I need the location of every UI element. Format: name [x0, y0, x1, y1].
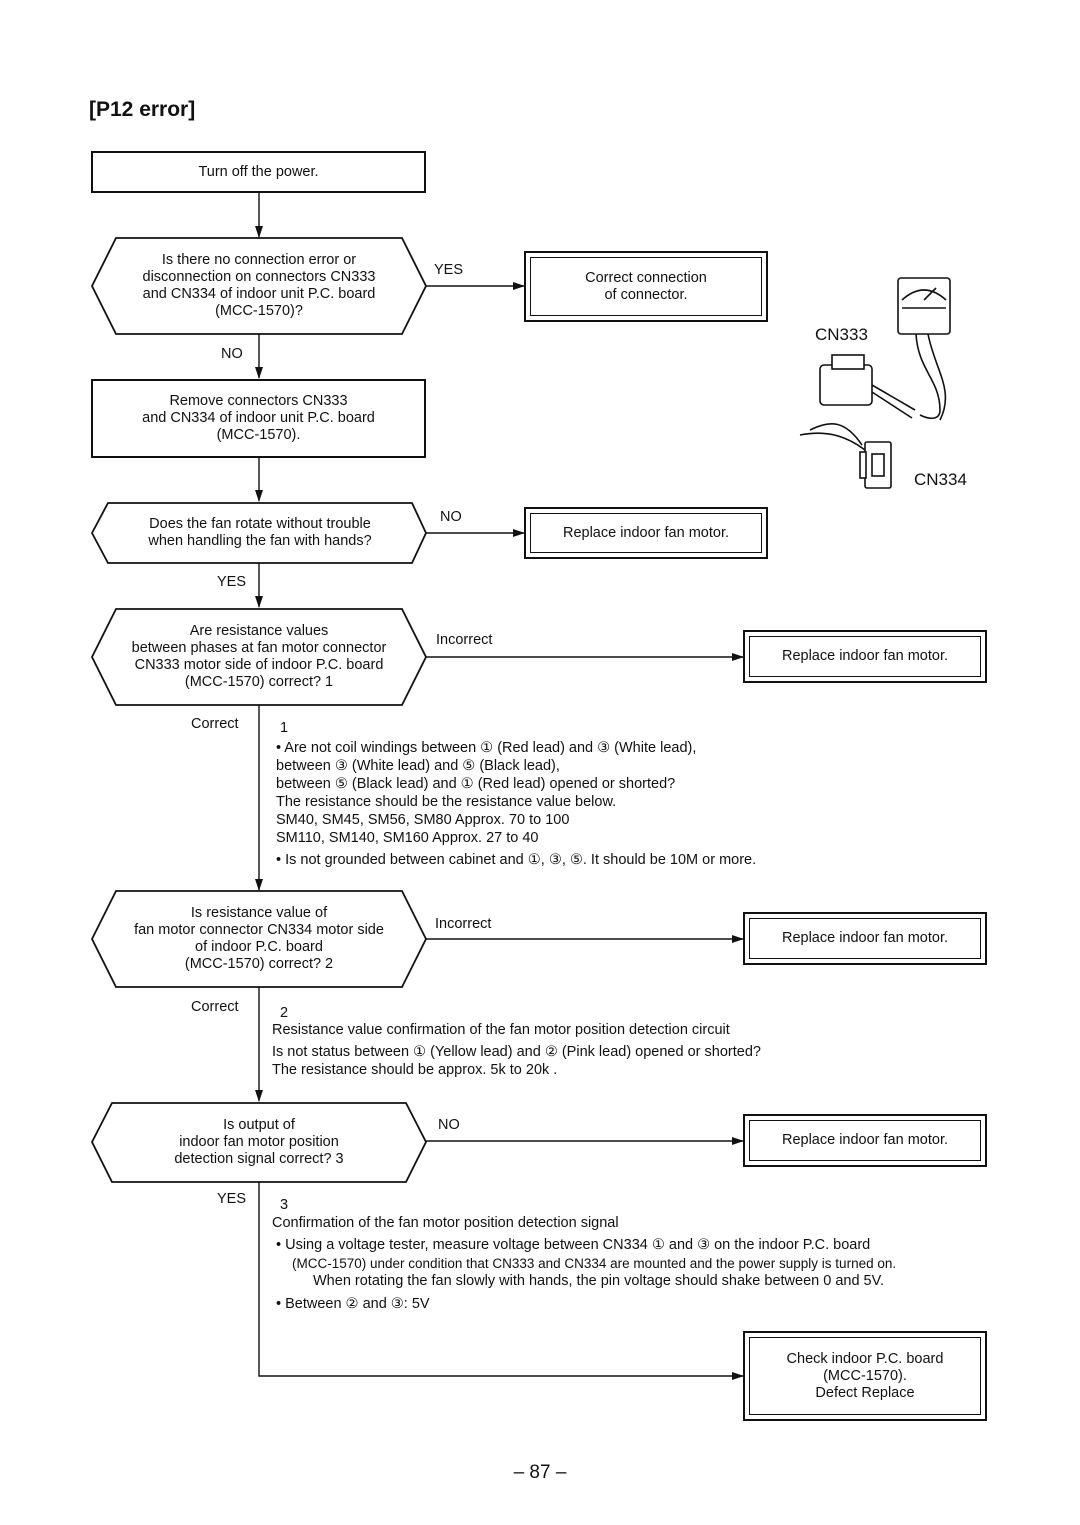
- correct-label: Correct: [191, 716, 239, 732]
- no-label: NO: [221, 346, 243, 362]
- box-text-line: Remove connectors CN333: [169, 393, 348, 409]
- decision-fan-rotate: Does the fan rotate without trouble when…: [112, 505, 408, 561]
- decision-text-line: indoor fan motor position: [179, 1134, 339, 1150]
- decision-text-line: (MCC-1570) correct? 1: [184, 674, 334, 690]
- page-title: [P12 error]: [89, 98, 196, 121]
- decision-text-line: (MCC-1570)?: [215, 303, 303, 319]
- box-text-line: (MCC-1570).: [823, 1367, 907, 1384]
- decision-text-line: Is resistance value of: [190, 905, 328, 921]
- decision-text-line: of indoor P.C. board: [195, 939, 323, 955]
- decision-resistance-cn333: Are resistance values between phases at …: [110, 611, 408, 703]
- decision-resistance-cn334: Is resistance value of fan motor connect…: [110, 893, 408, 985]
- cn334-label: CN334: [914, 470, 967, 489]
- turn-off-power-box: Turn off the power.: [91, 151, 426, 193]
- note-line: between ⑤ (Black lead) and ① (Red lead) …: [276, 776, 676, 792]
- note-line: (MCC-1570) under condition that CN333 an…: [292, 1256, 897, 1271]
- meter-icon: [799, 277, 951, 489]
- decision-fan-shape: [90, 502, 427, 564]
- cn333-label: CN333: [815, 325, 868, 344]
- check-board-box: Check indoor P.C. board (MCC-1570). Defe…: [743, 1331, 987, 1421]
- box-text-line: Defect Replace: [815, 1384, 915, 1401]
- no-label: NO: [438, 1117, 460, 1133]
- box-text-line: Replace indoor fan motor.: [781, 648, 949, 664]
- note-marker: 2: [280, 1005, 289, 1021]
- decision-text-line: Is output of: [223, 1117, 295, 1133]
- decision-text-line: (MCC-1570) correct? 2: [184, 956, 334, 972]
- decision-cn333-shape: [90, 608, 428, 706]
- decision-connectors-shape: [90, 237, 428, 335]
- box-text-line: Replace indoor fan motor.: [781, 1132, 949, 1148]
- note-marker: 3: [280, 1197, 289, 1213]
- decision-text-line: Are resistance values: [189, 623, 329, 639]
- correct-connection-box: Correct connection of connector.: [524, 251, 768, 322]
- decision-text-line: fan motor connector CN334 motor side: [134, 922, 384, 938]
- tester-illustration: [790, 270, 990, 500]
- box-text-line: (MCC-1570).: [216, 427, 301, 443]
- incorrect-label: Incorrect: [436, 632, 493, 648]
- note-line: Is not status between ① (Yellow lead) an…: [272, 1044, 761, 1060]
- box-text-line: Check indoor P.C. board: [786, 1350, 944, 1367]
- incorrect-label: Incorrect: [435, 916, 492, 932]
- turn-off-power-text: Turn off the power.: [198, 163, 319, 180]
- note-line: SM40, SM45, SM56, SM80 Approx. 70 to 100: [276, 812, 570, 828]
- decision-text-line: when handling the fan with hands?: [148, 533, 372, 549]
- note-line: • Is not grounded between cabinet and ①,…: [276, 852, 757, 868]
- replace-fan-motor-box: Replace indoor fan motor.: [743, 1114, 987, 1167]
- yes-label: YES: [217, 1191, 247, 1207]
- yes-label: YES: [434, 262, 464, 278]
- replace-fan-motor-box: Replace indoor fan motor.: [743, 912, 987, 965]
- decision-output-signal: Is output of indoor fan motor position d…: [110, 1105, 408, 1180]
- decision-text-line: Does the fan rotate without trouble: [149, 516, 371, 532]
- correct-label: Correct: [191, 999, 239, 1015]
- note-marker: 1: [280, 720, 289, 736]
- box-text-line: of connector.: [604, 286, 688, 303]
- page-number: – 87 –: [513, 1462, 567, 1483]
- note-line: When rotating the fan slowly with hands,…: [313, 1273, 884, 1289]
- note-line: • Are not coil windings between ① (Red l…: [276, 740, 697, 756]
- note-line: Confirmation of the fan motor position d…: [272, 1215, 619, 1231]
- decision-text-line: and CN334 of indoor unit P.C. board: [142, 286, 376, 302]
- decision-text-line: CN333 motor side of indoor P.C. board: [134, 657, 384, 673]
- decision-connectors: Is there no connection error or disconne…: [110, 240, 408, 332]
- note-line: between ③ (White lead) and ⑤ (Black lead…: [276, 758, 560, 774]
- note-line: SM110, SM140, SM160 Approx. 27 to 40: [276, 830, 539, 846]
- decision-text-line: disconnection on connectors CN333: [142, 269, 376, 285]
- note-line: The resistance should be the resistance …: [276, 794, 617, 810]
- box-text-line: Replace indoor fan motor.: [781, 930, 949, 946]
- yes-label: YES: [217, 574, 247, 590]
- box-text-line: Replace indoor fan motor.: [562, 524, 730, 541]
- note-line: Resistance value confirmation of the fan…: [272, 1022, 730, 1038]
- decision-cn334-shape: [90, 890, 428, 988]
- remove-connectors-box: Remove connectors CN333 and CN334 of ind…: [91, 379, 426, 458]
- note-line: • Between ② and ③: 5V: [276, 1296, 430, 1312]
- decision-signal-shape: [90, 1102, 428, 1183]
- decision-text-line: detection signal correct? 3: [174, 1151, 344, 1167]
- note-line: The resistance should be approx. 5k to 2…: [272, 1062, 558, 1078]
- decision-text-line: Is there no connection error or: [161, 252, 357, 268]
- no-label: NO: [440, 509, 462, 525]
- note-line: • Using a voltage tester, measure voltag…: [276, 1237, 871, 1253]
- box-text-line: Correct connection: [585, 269, 707, 286]
- replace-fan-motor-box: Replace indoor fan motor.: [743, 630, 987, 683]
- box-text-line: and CN334 of indoor unit P.C. board: [142, 410, 375, 426]
- decision-text-line: between phases at fan motor connector: [131, 640, 387, 656]
- replace-fan-motor-box: Replace indoor fan motor.: [524, 507, 768, 559]
